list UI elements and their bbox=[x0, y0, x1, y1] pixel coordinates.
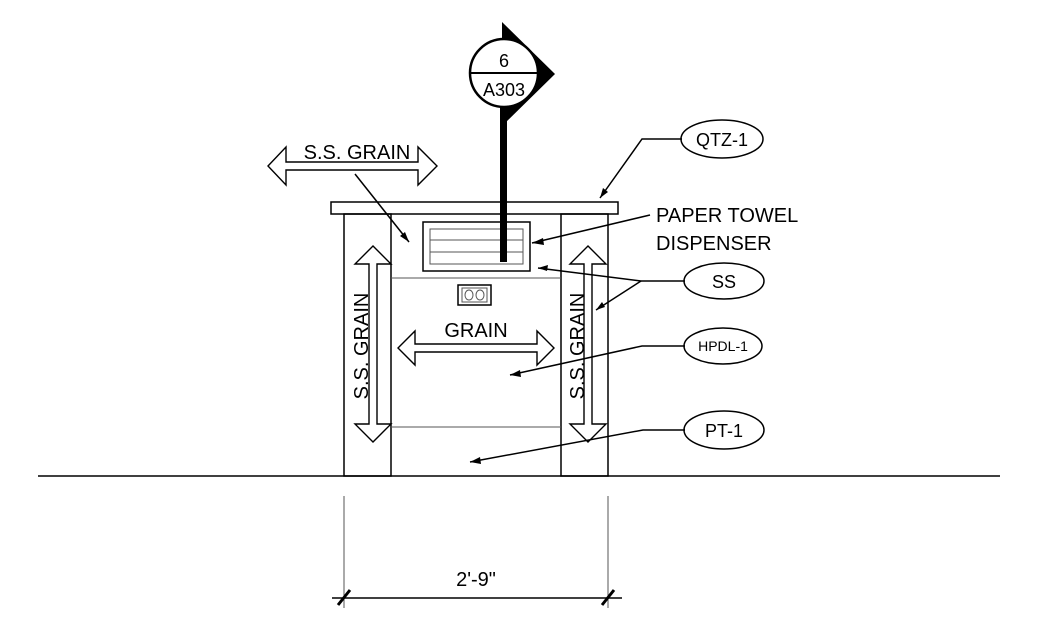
paper-towel-dispenser bbox=[422, 221, 531, 272]
paper-towel-label-line2: DISPENSER bbox=[656, 233, 772, 255]
callout-pt-label: PT-1 bbox=[705, 421, 743, 441]
leader-paper-towel bbox=[531, 214, 651, 244]
grain-arrow-center bbox=[397, 329, 555, 367]
right-side-panel bbox=[560, 213, 609, 477]
callout-ss: SS bbox=[537, 262, 765, 311]
left-side-panel bbox=[343, 213, 392, 477]
grain-arrow-top bbox=[267, 145, 438, 187]
callout-qtz: QTZ-1 bbox=[599, 119, 764, 199]
section-marker: 6 A303 bbox=[468, 22, 555, 262]
callout-hpdl-label: HPDL-1 bbox=[698, 338, 748, 354]
callout-hpdl: HPDL-1 bbox=[509, 327, 763, 377]
callout-pt: PT-1 bbox=[469, 410, 765, 464]
width-dimension-label: 2'-9" bbox=[456, 569, 496, 591]
grain-label-top: S.S. GRAIN bbox=[304, 142, 411, 164]
callout-ss-label: SS bbox=[712, 272, 736, 292]
countertop bbox=[330, 201, 619, 215]
grain-arrow-right bbox=[568, 245, 608, 443]
grain-label-left: S.S. GRAIN bbox=[351, 293, 373, 400]
section-number: 6 bbox=[499, 51, 509, 71]
leader-grain-top bbox=[354, 173, 410, 243]
callout-qtz-label: QTZ-1 bbox=[696, 130, 748, 150]
grain-arrow-left bbox=[353, 245, 393, 443]
grain-label-right: S.S. GRAIN bbox=[567, 293, 589, 400]
grain-label-center: GRAIN bbox=[444, 320, 507, 342]
width-dimension bbox=[332, 496, 622, 608]
outlet-icon bbox=[457, 284, 492, 306]
paper-towel-label-line1: PAPER TOWEL bbox=[656, 205, 798, 227]
section-sheet-ref: A303 bbox=[483, 80, 525, 100]
